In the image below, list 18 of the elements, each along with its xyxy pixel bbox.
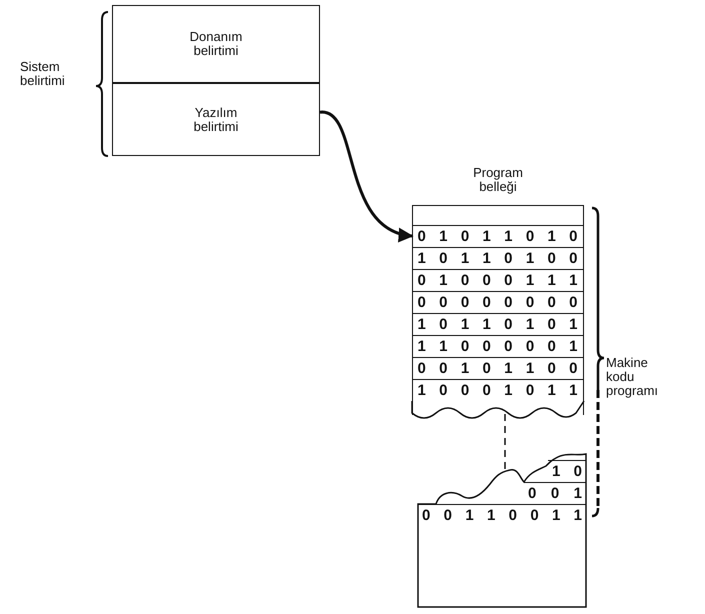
arrow	[320, 110, 414, 240]
binary-row: 0 0 1 0 1 1 0 0	[412, 356, 584, 378]
memory-heading: Program belleği	[472, 166, 524, 194]
spec-box: Donanım belirtimi	[112, 5, 320, 83]
binary-row: 0 1 0 0 0 1 1 1	[412, 268, 584, 290]
dashed-line	[504, 414, 506, 472]
brace-label: Makine kodu programı	[606, 356, 660, 398]
binary-row: 1 0 0 0 1 0 1 1	[412, 378, 584, 400]
binary-row: 0 0 1 1 0 0 1 1	[418, 504, 586, 526]
binary-row: 1 1 0 0 0 0 0 1	[412, 334, 584, 356]
binary-row: 0 1 0 1 1 0 1 0	[412, 224, 584, 246]
brace-label: Sistem belirtimi	[20, 60, 66, 88]
binary-row: 0 0 0 0 0 0 0 0	[412, 290, 584, 312]
binary-row: 1 0 1 1 0 1 0 1	[412, 312, 584, 334]
spec-box: Yazılım belirtimi	[112, 83, 320, 156]
binary-row: 1 0 1 1 0 1 0 0	[412, 246, 584, 268]
binary-row: 0 0 1	[524, 482, 586, 504]
binary-row: 1 0	[548, 460, 586, 482]
